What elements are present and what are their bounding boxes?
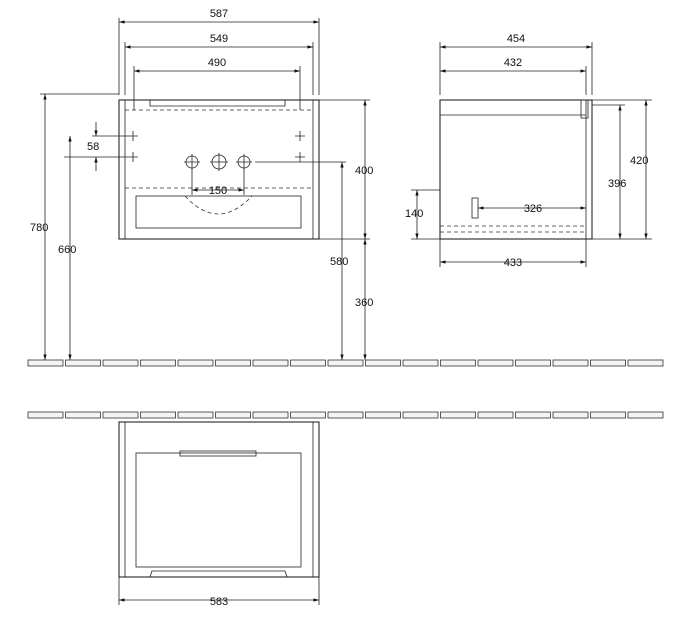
handle-plan: [149, 570, 288, 578]
tile: [515, 359, 551, 367]
tile: [27, 359, 64, 367]
dim-400: 400: [355, 165, 373, 177]
tile: [515, 411, 551, 419]
tile: [65, 411, 101, 419]
dim-396: 396: [608, 178, 626, 190]
tile: [140, 359, 176, 367]
tile: [440, 359, 476, 367]
tile: [102, 359, 139, 367]
drawer-plan: [135, 452, 302, 568]
dim-433: 433: [504, 257, 522, 269]
dim-549: 549: [210, 33, 228, 45]
dim-58: 58: [87, 141, 99, 153]
dim-587: 587: [210, 8, 228, 20]
dim-150: 150: [209, 185, 227, 197]
tile: [215, 359, 251, 367]
tap-holes: [184, 153, 252, 171]
tile: [177, 411, 214, 419]
wall-tiles: [27, 411, 664, 419]
tile: [102, 411, 139, 419]
handle-recess: [149, 100, 286, 107]
tile: [552, 411, 589, 419]
tile: [402, 359, 439, 367]
tile: [627, 359, 664, 367]
tile: [627, 411, 664, 419]
tile: [402, 411, 439, 419]
tile: [477, 359, 514, 367]
front-view: 587 549 490 58 150 780 660 400 580: [30, 8, 373, 360]
tile: [252, 411, 289, 419]
tile: [215, 411, 251, 419]
tile: [290, 359, 326, 367]
plan-view: 583: [118, 421, 320, 608]
floor-tiles: [27, 359, 664, 367]
tile: [327, 359, 364, 367]
tile: [365, 359, 401, 367]
tile: [365, 411, 401, 419]
siphon: [471, 197, 479, 219]
dim-490: 490: [208, 57, 226, 69]
siphon-cutout: [184, 195, 253, 215]
cabinet-front-outline: [118, 99, 320, 240]
tile: [327, 411, 364, 419]
tile: [177, 359, 214, 367]
dim-580: 580: [330, 256, 348, 268]
dim-454: 454: [507, 33, 525, 45]
tile: [590, 359, 626, 367]
tile: [290, 411, 326, 419]
cabinet-plan-outline: [118, 421, 320, 578]
tile: [440, 411, 476, 419]
dim-140: 140: [405, 208, 423, 220]
fixing-points: [128, 131, 305, 162]
dim-326: 326: [524, 203, 542, 215]
tile: [252, 359, 289, 367]
tile: [65, 359, 101, 367]
dim-420: 420: [630, 155, 648, 167]
tile: [27, 411, 64, 419]
side-view: 454 432 420 396 140 326 433: [405, 33, 652, 269]
tile: [552, 359, 589, 367]
cabinet-side-outline: [439, 99, 593, 240]
dim-780: 780: [30, 222, 48, 234]
dim-583: 583: [210, 596, 228, 608]
tile: [477, 411, 514, 419]
tile: [140, 411, 176, 419]
dim-432: 432: [504, 57, 522, 69]
dim-360: 360: [355, 297, 373, 309]
drawer-front: [135, 195, 302, 229]
tile: [590, 411, 626, 419]
dim-660: 660: [58, 244, 76, 256]
